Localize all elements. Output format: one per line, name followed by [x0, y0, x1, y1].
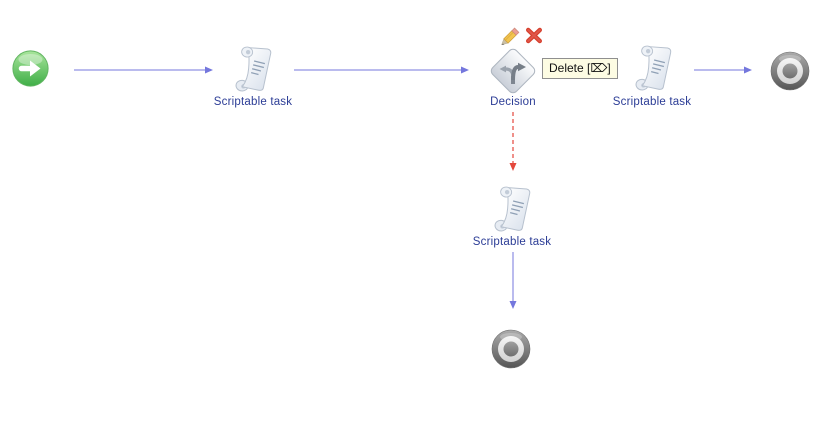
edge-start-task1[interactable]: [74, 66, 213, 74]
delete-x-icon[interactable]: [525, 27, 543, 49]
decision-fork-icon: [489, 47, 537, 95]
edge-task1-decision[interactable]: [294, 66, 469, 74]
node-scriptable-task-2[interactable]: [631, 44, 677, 94]
end-node-2[interactable]: [491, 329, 531, 369]
delete-tooltip: Delete [⌦]: [542, 58, 618, 79]
scroll-icon: [490, 185, 536, 235]
node-label-scriptable-task-2: Scriptable task: [612, 96, 692, 108]
start-node[interactable]: [12, 50, 49, 87]
scroll-icon: [631, 44, 677, 94]
node-decision[interactable]: [489, 47, 537, 95]
end-icon: [770, 51, 810, 91]
end-icon: [491, 329, 531, 369]
edge-decision-task2[interactable]: [694, 66, 752, 74]
edge-decision-task3-dashed[interactable]: [509, 112, 517, 171]
node-label-scriptable-task-1: Scriptable task: [213, 96, 293, 108]
node-label-decision: Decision: [490, 96, 536, 108]
scroll-icon: [231, 45, 277, 95]
node-scriptable-task-3[interactable]: [490, 185, 536, 235]
node-label-scriptable-task-3: Scriptable task: [472, 236, 552, 248]
node-scriptable-task-1[interactable]: [231, 45, 277, 95]
edit-pencil-icon[interactable]: [499, 25, 521, 50]
edge-task3-end2[interactable]: [509, 252, 517, 309]
start-icon: [12, 50, 49, 87]
end-node-1[interactable]: [770, 51, 810, 91]
